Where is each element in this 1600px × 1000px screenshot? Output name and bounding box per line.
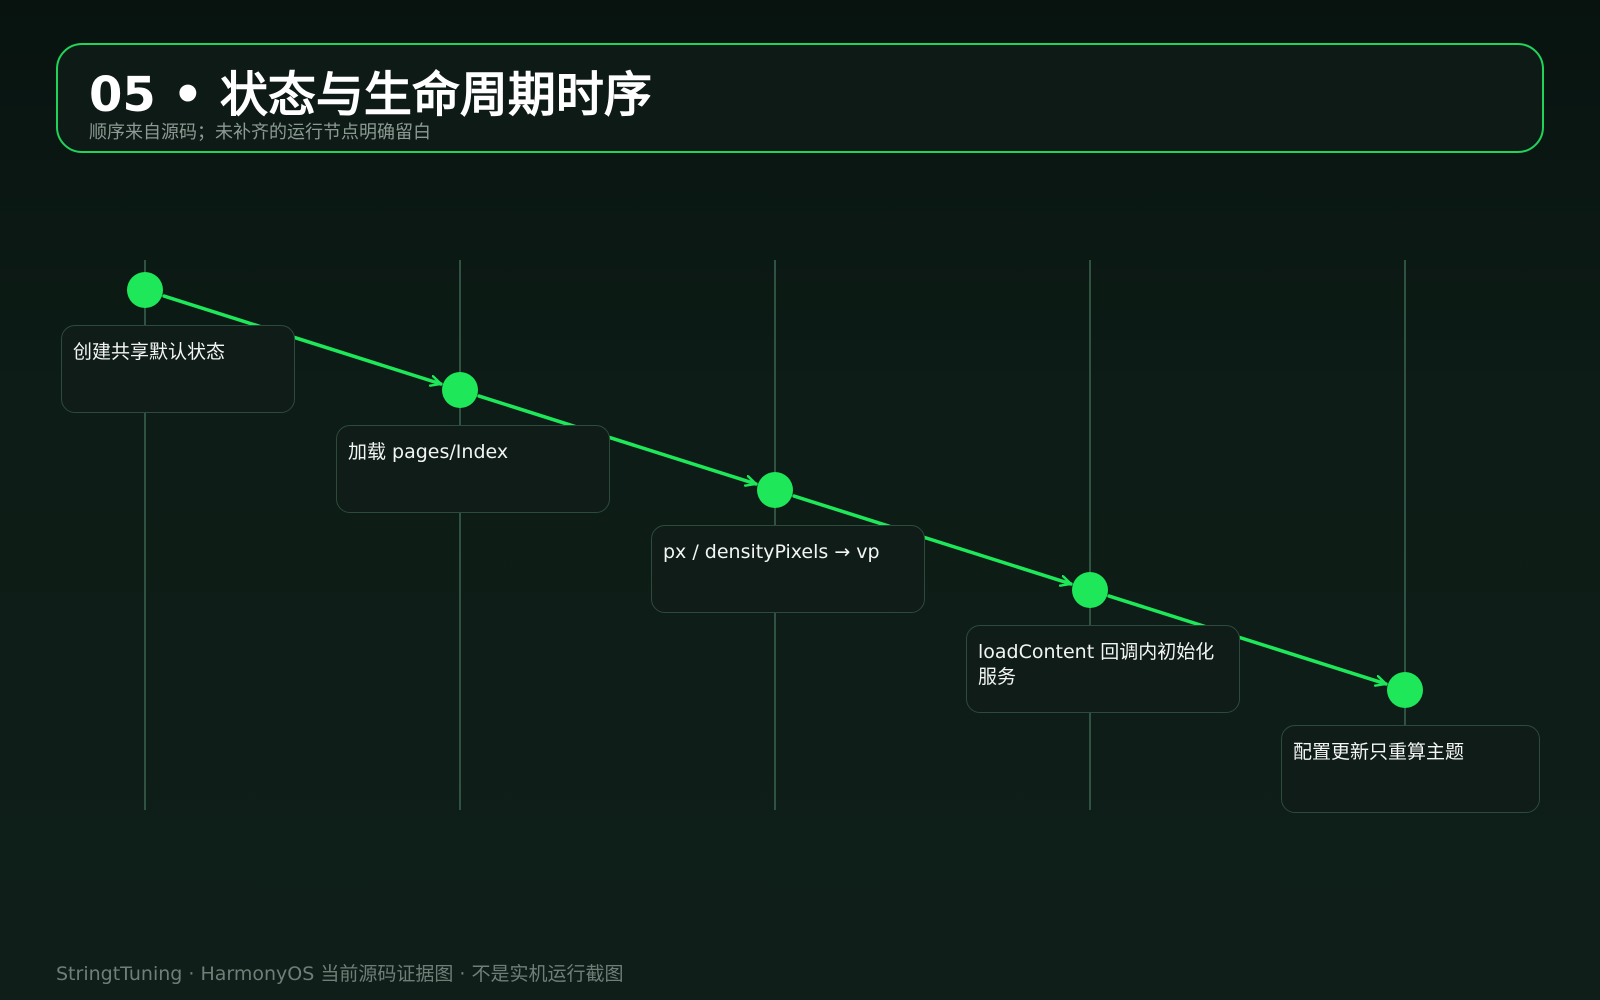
step-label-2: 加载 pages/Index — [348, 441, 509, 463]
step-node-4 — [1072, 572, 1108, 608]
sequence-arrow-4 — [1107, 594, 1388, 684]
step-node-1 — [127, 272, 163, 308]
arrows-group — [162, 294, 1388, 684]
page-subtitle: 顺序来自源码；未补齐的运行节点明确留白 — [89, 122, 431, 143]
footer-caption: StringtTuning · HarmonyOS 当前源码证据图 · 不是实机… — [56, 963, 624, 985]
step-node-3 — [757, 472, 793, 508]
sequence-arrow-1 — [162, 294, 443, 384]
sequence-arrow-3 — [792, 494, 1073, 584]
step-node-2 — [442, 372, 478, 408]
step-card-2: 加载 pages/Index — [336, 425, 610, 513]
step-label-4: loadContent 回调内初始化服务 — [978, 641, 1215, 688]
sequence-arrow-2 — [477, 394, 758, 484]
header-panel: 05 • 状态与生命周期时序 顺序来自源码；未补齐的运行节点明确留白 — [56, 43, 1544, 153]
step-label-5: 配置更新只重算主题 — [1293, 741, 1465, 763]
step-label-1: 创建共享默认状态 — [73, 341, 226, 363]
step-card-5: 配置更新只重算主题 — [1281, 725, 1540, 813]
step-card-1: 创建共享默认状态 — [61, 325, 295, 413]
step-node-5 — [1387, 672, 1423, 708]
step-card-4: loadContent 回调内初始化服务 — [966, 625, 1240, 713]
page-title: 05 • 状态与生命周期时序 — [89, 67, 652, 123]
lifelines-group — [144, 260, 1406, 810]
step-label-3: px / densityPixels → vp — [663, 541, 880, 563]
nodes-group — [127, 272, 1423, 708]
step-card-3: px / densityPixels → vp — [651, 525, 925, 613]
